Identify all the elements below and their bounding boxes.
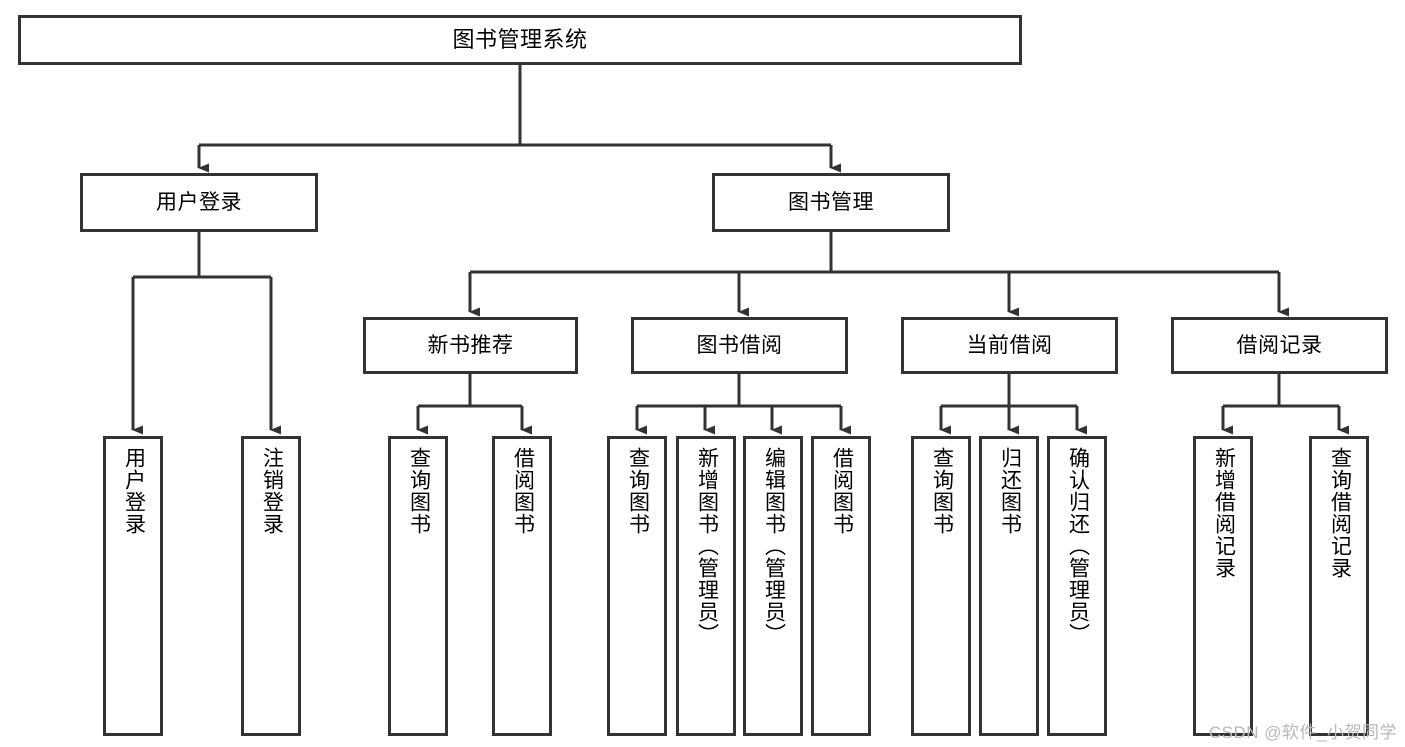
node-root-system[interactable]: 图书管理系统 [18, 15, 1022, 65]
node-leaf-query-book-2-label: 查询图书 [626, 447, 650, 535]
node-leaf-query-book-3[interactable]: 查询图书 [911, 436, 971, 736]
node-leaf-query-record-label: 查询借阅记录 [1328, 447, 1352, 579]
node-new-book-recommend[interactable]: 新书推荐 [363, 317, 578, 374]
node-leaf-logout-login[interactable]: 注销登录 [241, 436, 301, 736]
node-leaf-add-record[interactable]: 新增借阅记录 [1193, 436, 1253, 736]
node-leaf-add-record-label: 新增借阅记录 [1212, 447, 1236, 579]
node-user-login[interactable]: 用户登录 [80, 173, 318, 232]
node-leaf-confirm-return[interactable]: 确认归还（管理员） [1047, 436, 1107, 736]
node-user-login-label: 用户登录 [156, 190, 242, 214]
node-current-borrow[interactable]: 当前借阅 [901, 317, 1118, 374]
node-new-book-recommend-label: 新书推荐 [427, 333, 514, 357]
node-leaf-query-book-1-label: 查询图书 [407, 447, 431, 535]
node-leaf-borrow-book-2-label: 借阅图书 [830, 447, 854, 535]
node-current-borrow-label: 当前借阅 [966, 333, 1053, 357]
node-borrow-record-label: 借阅记录 [1236, 333, 1323, 357]
node-leaf-add-book-label: 新增图书（管理员） [695, 447, 719, 645]
node-borrow-record[interactable]: 借阅记录 [1171, 317, 1388, 374]
node-book-borrow[interactable]: 图书借阅 [631, 317, 848, 374]
node-leaf-return-book-label: 归还图书 [998, 447, 1022, 535]
node-leaf-borrow-book-1-label: 借阅图书 [511, 447, 535, 535]
node-leaf-add-book[interactable]: 新增图书（管理员） [676, 436, 736, 736]
node-leaf-query-book-3-label: 查询图书 [930, 447, 954, 535]
node-leaf-query-book-2[interactable]: 查询图书 [607, 436, 667, 736]
node-leaf-logout-login-label: 注销登录 [260, 447, 284, 535]
node-leaf-borrow-book-2[interactable]: 借阅图书 [811, 436, 871, 736]
node-leaf-query-record[interactable]: 查询借阅记录 [1309, 436, 1369, 736]
node-leaf-edit-book[interactable]: 编辑图书（管理员） [743, 436, 803, 736]
node-book-borrow-label: 图书借阅 [696, 333, 783, 357]
node-book-management-label: 图书管理 [788, 190, 874, 214]
node-book-management[interactable]: 图书管理 [712, 173, 950, 232]
node-leaf-user-login-label: 用户登录 [122, 447, 146, 535]
node-leaf-user-login[interactable]: 用户登录 [103, 436, 163, 736]
node-leaf-borrow-book-1[interactable]: 借阅图书 [492, 436, 552, 736]
node-leaf-query-book-1[interactable]: 查询图书 [388, 436, 448, 736]
node-leaf-edit-book-label: 编辑图书（管理员） [762, 447, 786, 645]
node-leaf-confirm-return-label: 确认归还（管理员） [1066, 447, 1090, 645]
watermark-text: CSDN @软件_小贺同学 [1208, 723, 1397, 742]
node-root-system-label: 图书管理系统 [452, 26, 588, 52]
node-leaf-return-book[interactable]: 归还图书 [979, 436, 1039, 736]
